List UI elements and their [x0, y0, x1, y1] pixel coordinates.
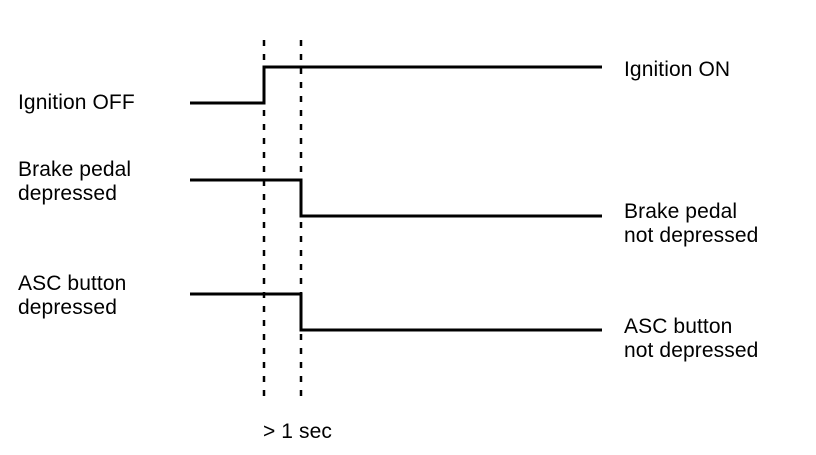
ignition-on-label: Ignition ON	[624, 58, 731, 81]
ignition-off-label: Ignition OFF	[18, 91, 135, 114]
brake-pedal-not-depressed-label: Brake pedal not depressed	[624, 200, 759, 247]
interval-label: > 1 sec	[263, 420, 332, 443]
brake-pedal-waveform	[190, 178, 602, 218]
asc-button-not-depressed-label: ASC button not depressed	[624, 315, 759, 362]
ignition-waveform	[190, 65, 602, 105]
asc-button-waveform	[190, 292, 602, 332]
asc-button-depressed-label: ASC button depressed	[18, 272, 127, 319]
brake-pedal-depressed-label: Brake pedal depressed	[18, 158, 132, 205]
